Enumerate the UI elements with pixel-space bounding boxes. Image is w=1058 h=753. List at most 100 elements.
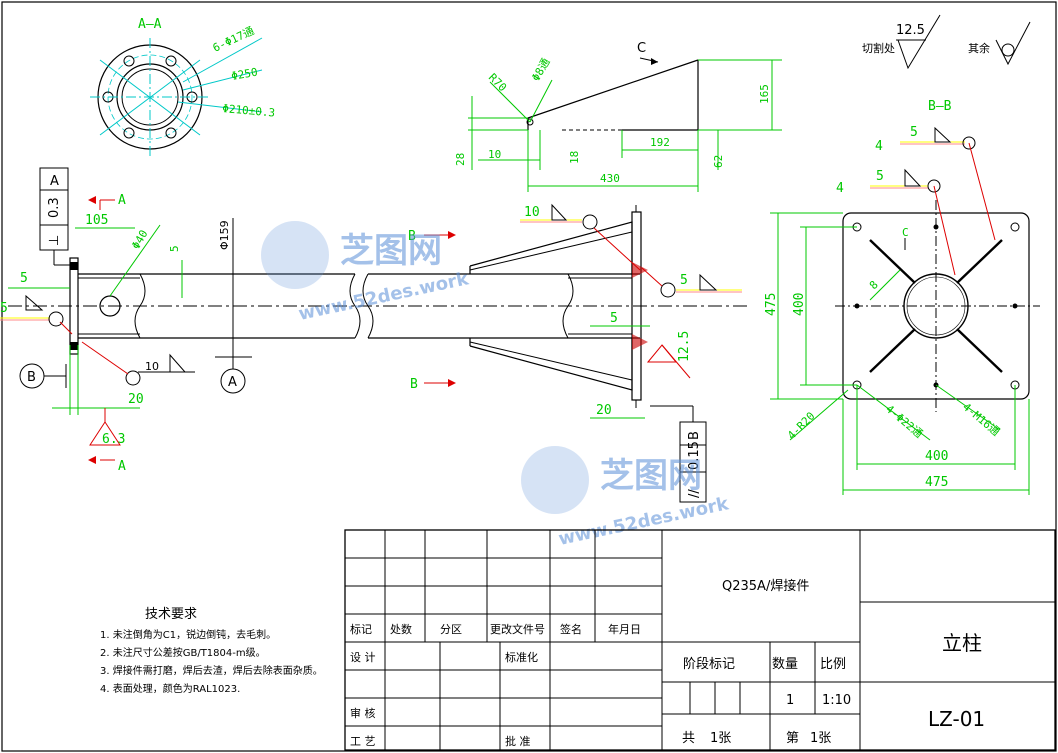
tb-scale-label: 比例 [820, 657, 846, 672]
bb-b2: 475 [925, 475, 948, 490]
rib-d3: 18 [568, 151, 581, 164]
aa-dia1-label: Φ250 [230, 66, 258, 83]
tb-design: 设 计 [350, 651, 376, 664]
watermark-1: 芝图网 www.52des.work [261, 221, 471, 325]
watermark-url-1: www.52des.work [297, 268, 472, 325]
note-item-4: 4. 表面处理，颜色为RAL1023. [100, 682, 240, 695]
main-d20a: 20 [128, 392, 144, 407]
bb-weld1-a: 4 [875, 139, 883, 154]
main-weld10: 10 [524, 205, 540, 220]
note-item-1: 1. 未注倒角为C1，锐边倒钝，去毛刺。 [100, 628, 276, 641]
tb-qty: 处数 [390, 623, 412, 636]
rib-d7: 165 [758, 84, 771, 104]
tb-drawing-no: LZ-01 [928, 707, 985, 731]
main-d5c: 5 [0, 301, 8, 316]
bb-holes: 4-Φ22通 [883, 402, 925, 440]
main-weld10b: 10 [145, 360, 159, 373]
rib-hole-label: Φ8通 [529, 56, 552, 84]
bb-c-label: C [902, 226, 909, 239]
watermark-name-1: 芝图网 [340, 231, 442, 271]
tb-check: 审 核 [350, 706, 376, 720]
bb-h1: 475 [764, 293, 779, 316]
notes-title: 技术要求 [145, 607, 197, 622]
tol1-val: 0.3 [47, 197, 62, 218]
main-sec-b2: B [410, 377, 418, 392]
main-d5a: 5 [168, 245, 181, 252]
bb-weld1-b: 5 [910, 125, 918, 140]
bb-weld2-b: 5 [876, 169, 884, 184]
bb-b1: 400 [925, 449, 948, 464]
main-d5d: 5 [610, 311, 618, 326]
watermark-2: 芝图网 www.52des.work [521, 446, 731, 550]
title-block-text: Q235A/焊接件 立柱 LZ-01 标记 处数 分区 更改文件号 签名 年月日… [350, 578, 985, 748]
main-sec-a: A [118, 193, 126, 208]
tb-count: 1 [786, 693, 794, 708]
tb-weight: 数量 [772, 657, 798, 672]
main-phi40: Φ40 [129, 228, 150, 252]
main-weld5: 5 [680, 273, 688, 288]
rough-value: 12.5 [896, 23, 925, 38]
rough-rest-label: 其余 [968, 41, 990, 55]
section-aa-view: A–A 6-Φ17通 Φ250 Φ210±0.3 [90, 17, 276, 156]
rib-r-label: R70 [486, 71, 509, 94]
tb-mark: 标记 [350, 622, 372, 636]
main-d105: 105 [85, 213, 108, 228]
rib-detail-view: C R70 Φ8通 28 10 18 192 62 430 165 [454, 41, 782, 192]
main-d12-5: 12.5 [677, 331, 692, 362]
main-phi159: Φ159 [218, 220, 231, 250]
section-bb-view: B–B 4 5 4 5 C 8 [764, 99, 1040, 495]
main-sec-b: B [408, 229, 416, 244]
aa-dia2-label: Φ210±0.3 [222, 102, 276, 120]
tb-sign: 签名 [560, 622, 582, 636]
roughness-symbols: 切割处 12.5 其余 [862, 14, 1031, 70]
title-block [344, 529, 1056, 751]
tb-approve: 批 准 [505, 734, 531, 748]
tb-standard: 标准化 [505, 650, 538, 664]
note-item-2: 2. 未注尺寸公差按GB/T1804-m级。 [100, 646, 266, 659]
tb-stage: 阶段标记 [683, 657, 735, 672]
tb-part-name: 立柱 [942, 631, 982, 655]
tb-total: 共 [682, 731, 695, 746]
watermark-name-2: 芝图网 [600, 456, 702, 496]
rib-d1: 28 [454, 153, 467, 166]
bb-h2: 400 [792, 293, 807, 316]
main-circle-a: A [228, 375, 237, 390]
section-aa-title: A–A [138, 17, 162, 32]
main-sec-a2: A [118, 459, 126, 474]
tol2-sym: // [687, 489, 702, 498]
tol2-val: 0.15 [687, 441, 702, 470]
tb-scale: 1:10 [822, 693, 851, 708]
main-d5b: 5 [20, 271, 28, 286]
section-bb-title: B–B [928, 99, 952, 114]
note-item-3: 3. 焊接件需打磨，焊后去渣，焊后去除表面杂质。 [100, 664, 323, 677]
rib-d5: 62 [712, 155, 725, 168]
bb-r-note: 4-R20 [785, 410, 818, 443]
tb-doc: 更改文件号 [490, 622, 545, 636]
main-column-view: A 0.3 ⊥ [0, 167, 750, 503]
tb-zone: 分区 [440, 623, 462, 636]
tb-total-sheets: 1张 [710, 731, 731, 746]
rib-d2: 10 [488, 148, 501, 161]
tb-material: Q235A/焊接件 [722, 578, 809, 594]
technical-notes: 技术要求 1. 未注倒角为C1，锐边倒钝，去毛刺。 2. 未注尺寸公差按GB/T… [100, 607, 323, 695]
bb-thread: 4-M16通 [960, 400, 1002, 438]
rib-arrow-c: C [637, 41, 646, 56]
main-d20b: 20 [596, 403, 612, 418]
tol2-ref: B [687, 431, 702, 440]
tb-sheet-no-val: 1张 [810, 731, 831, 746]
bb-weld2-a: 4 [836, 181, 844, 196]
rough-cut-label: 切割处 [862, 41, 895, 55]
rib-d6: 430 [600, 172, 620, 185]
tol1-ref: A [50, 174, 59, 189]
watermark-url-2: www.52des.work [557, 493, 732, 550]
main-rough: 6.3 [102, 432, 125, 447]
tol1-sym: ⊥ [47, 235, 62, 246]
aa-holes-label: 6-Φ17通 [211, 24, 256, 54]
rib-d4: 192 [650, 136, 670, 149]
bb-angle: 8 [867, 278, 881, 292]
tb-date: 年月日 [608, 622, 641, 636]
main-circle-b: B [27, 370, 36, 385]
